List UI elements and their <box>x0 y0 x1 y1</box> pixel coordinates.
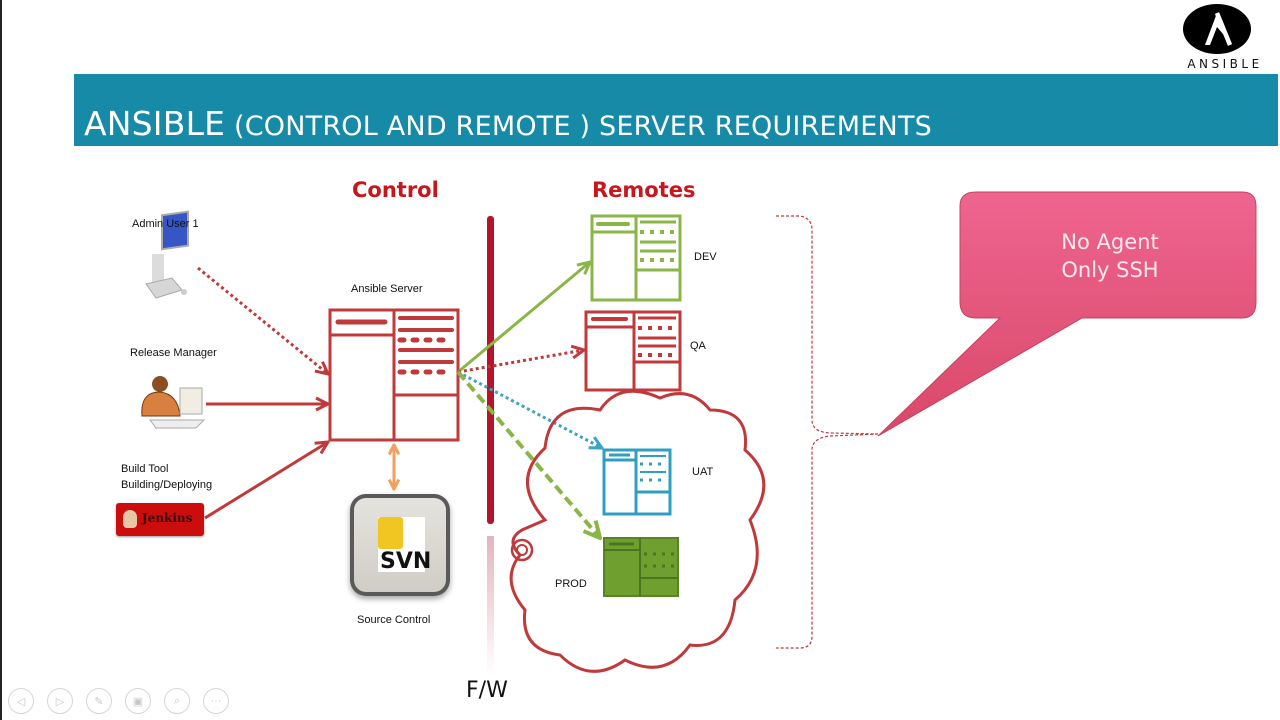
pen-tool-button[interactable]: ✎ <box>86 688 112 714</box>
server-to-qa-arrow <box>457 350 584 374</box>
control-heading: Control <box>352 178 439 202</box>
source-control-label: Source Control <box>357 614 431 626</box>
slides-icon: ▣ <box>132 695 144 708</box>
zoom-button[interactable]: ⌕ <box>164 688 190 714</box>
server-to-prod-arrow <box>456 370 600 538</box>
svn-database-icon <box>378 517 403 549</box>
dev-server-icon <box>590 214 682 302</box>
firewall-bar <box>487 216 494 524</box>
ansible-server-label: Ansible Server <box>351 283 423 295</box>
remotes-bracket <box>776 215 879 649</box>
uat-label: UAT <box>692 466 714 478</box>
slide-title-rest: (CONTROL AND REMOTE ) SERVER REQUIREMENT… <box>225 111 932 142</box>
build-tool-label: Build Tool <box>121 463 169 475</box>
callout-line-2: Only SSH <box>1061 258 1159 282</box>
ansible-logo: ANSIBLE <box>1170 4 1280 74</box>
svn-badge-text: SVN <box>380 549 432 574</box>
remotes-heading: Remotes <box>592 178 696 202</box>
callout-text: No Agent Only SSH <box>1000 228 1220 284</box>
firewall-label: F/W <box>466 678 508 703</box>
admin-to-server-arrow <box>197 266 328 374</box>
svn-icon: SVN <box>350 494 450 596</box>
admin-user-label: Admin User 1 <box>132 218 199 230</box>
magnifier-icon: ⌕ <box>173 694 181 707</box>
ellipsis-icon: ··· <box>210 695 222 707</box>
ansible-logo-circle-icon <box>1183 4 1251 54</box>
ansible-server-icon <box>328 308 460 442</box>
person-at-desk-icon <box>141 376 206 429</box>
slide-left-border <box>0 0 2 720</box>
qa-label: QA <box>690 340 706 352</box>
server-to-dev-arrow <box>457 262 590 374</box>
next-icon: ▷ <box>55 695 65 708</box>
prod-server-icon <box>603 537 679 597</box>
slide-title: ANSIBLE (CONTROL AND REMOTE ) SERVER REQ… <box>84 104 932 143</box>
prod-label: PROD <box>555 578 587 590</box>
slide-sorter-button[interactable]: ▣ <box>125 688 151 714</box>
production-cloud-outline <box>509 389 766 673</box>
no-agent-callout <box>877 191 1257 437</box>
release-manager-label: Release Manager <box>130 347 217 359</box>
computer-icon <box>145 210 189 299</box>
build-tool-sublabel: Building/Deploying <box>121 479 213 491</box>
firewall-bar-faded <box>487 536 494 676</box>
slideshow-controls: ◁ ▷ ✎ ▣ ⌕ ··· <box>8 688 229 714</box>
jenkins-butler-icon <box>123 510 137 528</box>
jenkins-icon: Jenkins <box>116 503 204 536</box>
dev-label: DEV <box>694 251 717 263</box>
server-to-uat-arrow <box>457 370 602 448</box>
uat-server-icon <box>602 448 672 516</box>
ansible-logo-word: ANSIBLE <box>1187 57 1263 71</box>
more-options-button[interactable]: ··· <box>203 688 229 714</box>
next-slide-button[interactable]: ▷ <box>47 688 73 714</box>
title-bar: ANSIBLE (CONTROL AND REMOTE ) SERVER REQ… <box>74 74 1278 146</box>
jenkins-badge-text: Jenkins <box>142 511 193 525</box>
jenkins-to-server-arrow <box>204 442 328 520</box>
callout-line-1: No Agent <box>1061 230 1159 254</box>
slide-title-main: ANSIBLE <box>84 104 226 143</box>
cloud-swirl <box>510 538 534 562</box>
qa-server-icon <box>584 310 682 392</box>
previous-icon: ◁ <box>16 695 26 708</box>
pen-icon: ✎ <box>94 695 104 708</box>
previous-slide-button[interactable]: ◁ <box>8 688 34 714</box>
